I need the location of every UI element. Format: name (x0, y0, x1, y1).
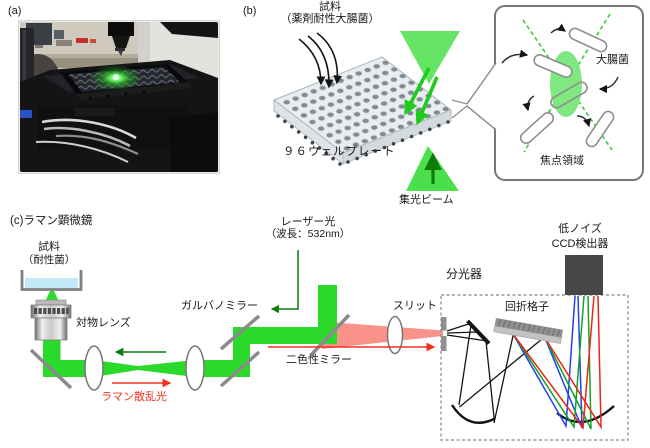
tumbling-motion-arrows (501, 23, 619, 128)
laser-label-line1: レーザー光 (280, 216, 336, 228)
c-sample-label-line2: （耐性菌） (22, 254, 76, 266)
c-sample-label-line1: 試料 (38, 241, 60, 253)
ccd-label-line1: 低ノイズ (558, 223, 602, 235)
background-red-tool (76, 38, 88, 43)
raman-beam-wedge (322, 321, 443, 349)
slit-focus-lens (386, 315, 404, 355)
ccd-label-line2: CCD検出器 (551, 238, 609, 250)
focal-region-label: 焦点領域 (540, 155, 584, 167)
fold-mirror (29, 348, 73, 390)
focused-beam-label: 集光ビーム (399, 194, 454, 206)
plate-label: ９６ウェルプレート (283, 146, 396, 158)
beam-cone-top (400, 31, 460, 84)
ccd-detector (565, 255, 603, 295)
slit-label: スリット (393, 300, 437, 312)
scan-arrow-2 (415, 76, 439, 126)
ecoli-label: 大腸菌 (596, 54, 629, 66)
microscope-photo (20, 22, 218, 172)
laser-label-line2: （波長：532nm） (265, 228, 351, 240)
sample-drop-arrows (298, 32, 343, 89)
spectrometer-fold-mirror (466, 319, 491, 345)
panel-b-label: (b) (243, 5, 257, 17)
scan-arrow-1 (404, 67, 431, 116)
objective-lens (30, 299, 72, 341)
sample-label-line2: （薬剤耐性大腸菌） (280, 13, 380, 25)
blue-connector (20, 110, 32, 118)
focus-inset (466, 5, 644, 181)
slit-bar-top (441, 317, 447, 331)
cables (41, 118, 137, 140)
raman-scattered-light-label: ラマン散乱光 (101, 391, 167, 403)
grating-label: 回折格子 (505, 301, 549, 313)
spectrometer-box (440, 294, 629, 441)
laser-pointer-arrow (270, 250, 299, 314)
panel-a-label: (a) (8, 5, 22, 17)
slit-bar-bottom (441, 336, 447, 351)
relay-lens-2 (185, 345, 205, 391)
spectrometer-rays (446, 322, 546, 424)
panel-c-label: (c)ラマン顕微鏡 (10, 215, 93, 227)
spectrometer-label: 分光器 (446, 267, 483, 281)
sample-label-line1: 試料 (319, 1, 341, 13)
plate-feet (276, 114, 450, 166)
nosepiece (108, 22, 134, 36)
dispersed-rays (512, 295, 602, 431)
galvano-mirror-2 (219, 350, 261, 388)
sample-dish (20, 270, 83, 291)
dichroic-mirror (309, 313, 351, 357)
objective-label: 対物レンズ (76, 317, 131, 329)
laser-beam-path (43, 285, 337, 377)
diffraction-grating (493, 318, 563, 344)
microscope-arm (160, 22, 218, 38)
dichroic-mirror-label: 二色性ミラー (286, 354, 352, 366)
galvano-mirror-1 (219, 314, 261, 351)
ecoli-cells (519, 27, 615, 148)
galvano-mirror-label: ガルバノミラー (181, 300, 258, 312)
concave-mirror-left (450, 404, 495, 424)
relay-lens-1 (84, 345, 104, 391)
